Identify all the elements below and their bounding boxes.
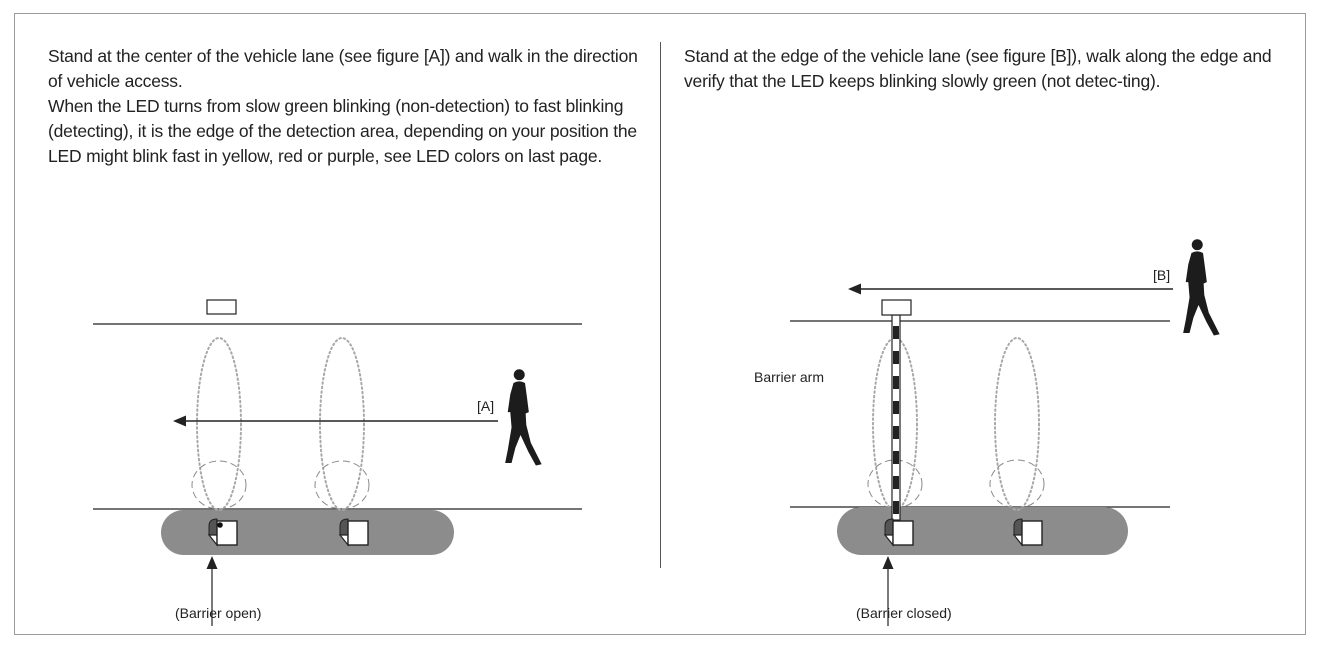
sensor-near-zone (989, 459, 1045, 509)
pedestrian-figure (1183, 239, 1220, 336)
barrier-arm (891, 314, 901, 521)
sensor-near-zone (314, 460, 370, 510)
left-paragraph-2: When the LED turns from slow green blink… (48, 96, 637, 166)
loop-detection-zone (994, 337, 1040, 511)
radar-sensor (1013, 518, 1043, 546)
column-divider (660, 42, 661, 568)
barrier-open-label: (Barrier open) (175, 605, 261, 621)
walk-label-b: [B] (1153, 267, 1170, 283)
arrowhead (173, 415, 186, 427)
figure-barrier-open: [A] (Barrier open) (93, 299, 582, 626)
arrowhead (882, 556, 894, 569)
arrowhead (848, 283, 861, 295)
figure-barrier-closed: [B] Barrier arm (Barrier closed) (754, 239, 1220, 626)
walk-label-a: [A] (477, 398, 494, 414)
traffic-island (837, 507, 1128, 555)
pedestrian-figure (505, 369, 542, 466)
right-instructions: Stand at the edge of the vehicle lane (s… (684, 44, 1284, 94)
barrier-arm-raised (206, 299, 237, 315)
led-indicator (217, 522, 223, 528)
sensor-near-zone (191, 460, 247, 510)
barrier-arm-label: Barrier arm (754, 369, 824, 385)
radar-sensor (884, 518, 914, 546)
barrier-closed-label: (Barrier closed) (856, 605, 952, 621)
loop-detection-zone (196, 337, 242, 511)
left-instructions: Stand at the center of the vehicle lane … (48, 44, 648, 169)
barrier-arm-tip (881, 299, 912, 316)
right-paragraph-1: Stand at the edge of the vehicle lane (s… (684, 46, 1272, 91)
left-paragraph-1: Stand at the center of the vehicle lane … (48, 46, 638, 91)
arrowhead (206, 556, 218, 569)
radar-sensor (208, 518, 238, 546)
loop-detection-zone (319, 337, 365, 511)
radar-sensor (339, 518, 369, 546)
traffic-island (161, 510, 454, 555)
